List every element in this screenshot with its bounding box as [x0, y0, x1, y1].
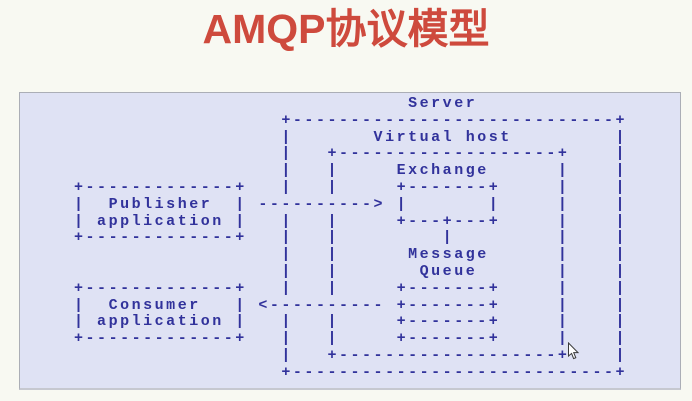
amqp-ascii-diagram: Server +----------------------------+ | …: [74, 95, 628, 381]
diagram-panel: Server +----------------------------+ | …: [19, 92, 681, 390]
mouse-cursor-icon: [568, 342, 580, 360]
page-title: AMQP协议模型: [202, 6, 490, 52]
